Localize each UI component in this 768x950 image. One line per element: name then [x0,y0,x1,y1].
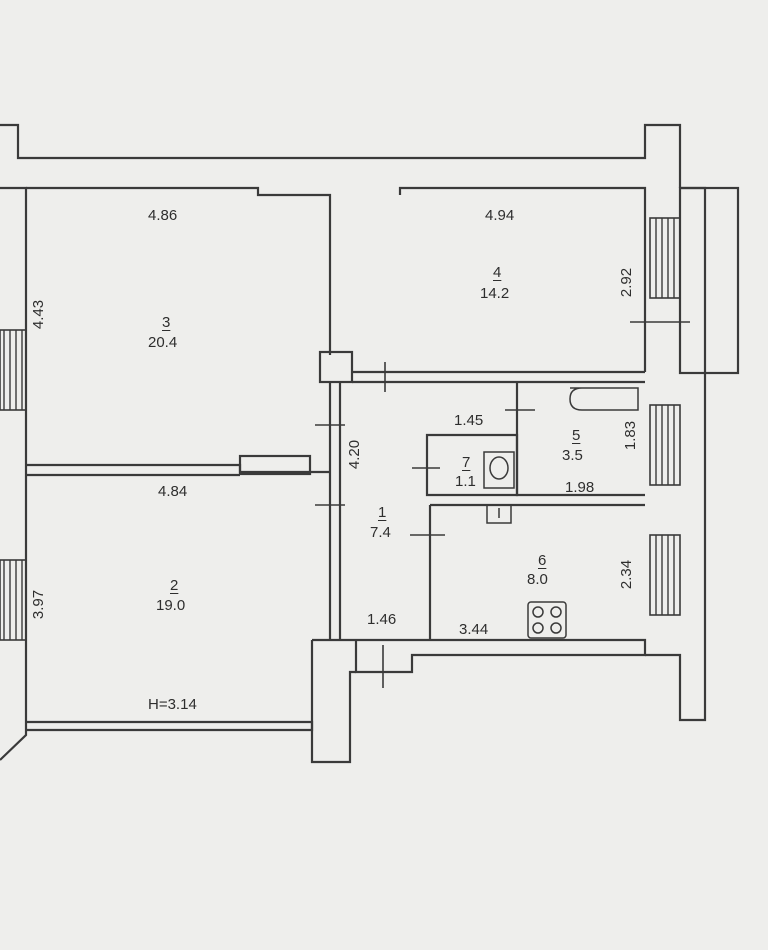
dim-room2-width: 4.84 [158,483,188,500]
sink [486,504,512,524]
outer-wall-bottom [310,640,707,764]
dim-room3-width: 4.86 [148,207,178,224]
dim-room4-depth: 2.92 [618,267,636,298]
dim-room2-depth: 3.97 [30,589,48,620]
room-5-number: 5 [572,427,581,444]
bath-outline [515,382,645,497]
bottom-wall-room2 [26,720,314,732]
dim-wc-width: 1.45 [454,412,484,429]
window-left-upper [0,329,27,411]
room-6-number: 6 [538,552,547,569]
room-2-number: 2 [170,577,179,594]
bottom-wall-kitchen [312,638,647,674]
door-marks [315,321,690,688]
dim-kitchen-width: 3.44 [459,621,489,638]
window-right-lower [649,534,681,616]
window-left-lower [0,559,27,641]
window-right-upper [649,217,681,299]
dim-room3-depth: 4.43 [30,299,48,330]
dim-kitchen-depth: 2.34 [618,559,636,590]
dim-bath-width: 1.98 [565,479,595,496]
room-1-number: 1 [378,504,387,521]
room-3-area: 20.4 [148,334,178,351]
toilet [483,451,515,489]
dim-corridor-length: 4.20 [346,439,364,470]
dim-entrance-width: 1.46 [367,611,397,628]
room-4-outline [398,186,647,372]
room-3-number: 3 [162,314,171,331]
bathtub [569,387,639,411]
stove [527,601,567,639]
balcony [678,186,740,375]
door-3-2 [238,454,312,476]
room-1-area: 7.4 [370,524,391,541]
room-6-area: 8.0 [527,571,548,588]
outer-wall-top [0,123,682,188]
upper-corridor-wall [352,370,645,384]
outer-wall-left [0,186,28,761]
ceiling-height: H=3.14 [148,696,197,713]
outer-wall-right [680,186,707,640]
room-7-area: 1.1 [455,473,476,490]
room-5-area: 3.5 [562,447,583,464]
room-7-number: 7 [462,454,471,471]
dim-bath-depth: 1.83 [622,420,640,451]
dim-room4-width: 4.94 [485,207,515,224]
room-4-number: 4 [493,264,502,281]
corridor-left-wall [328,382,342,640]
room-4-area: 14.2 [480,285,510,302]
window-right-middle [649,404,681,486]
vent-shaft [318,350,354,384]
room-3-outline [26,186,332,355]
room-2-area: 19.0 [156,597,186,614]
